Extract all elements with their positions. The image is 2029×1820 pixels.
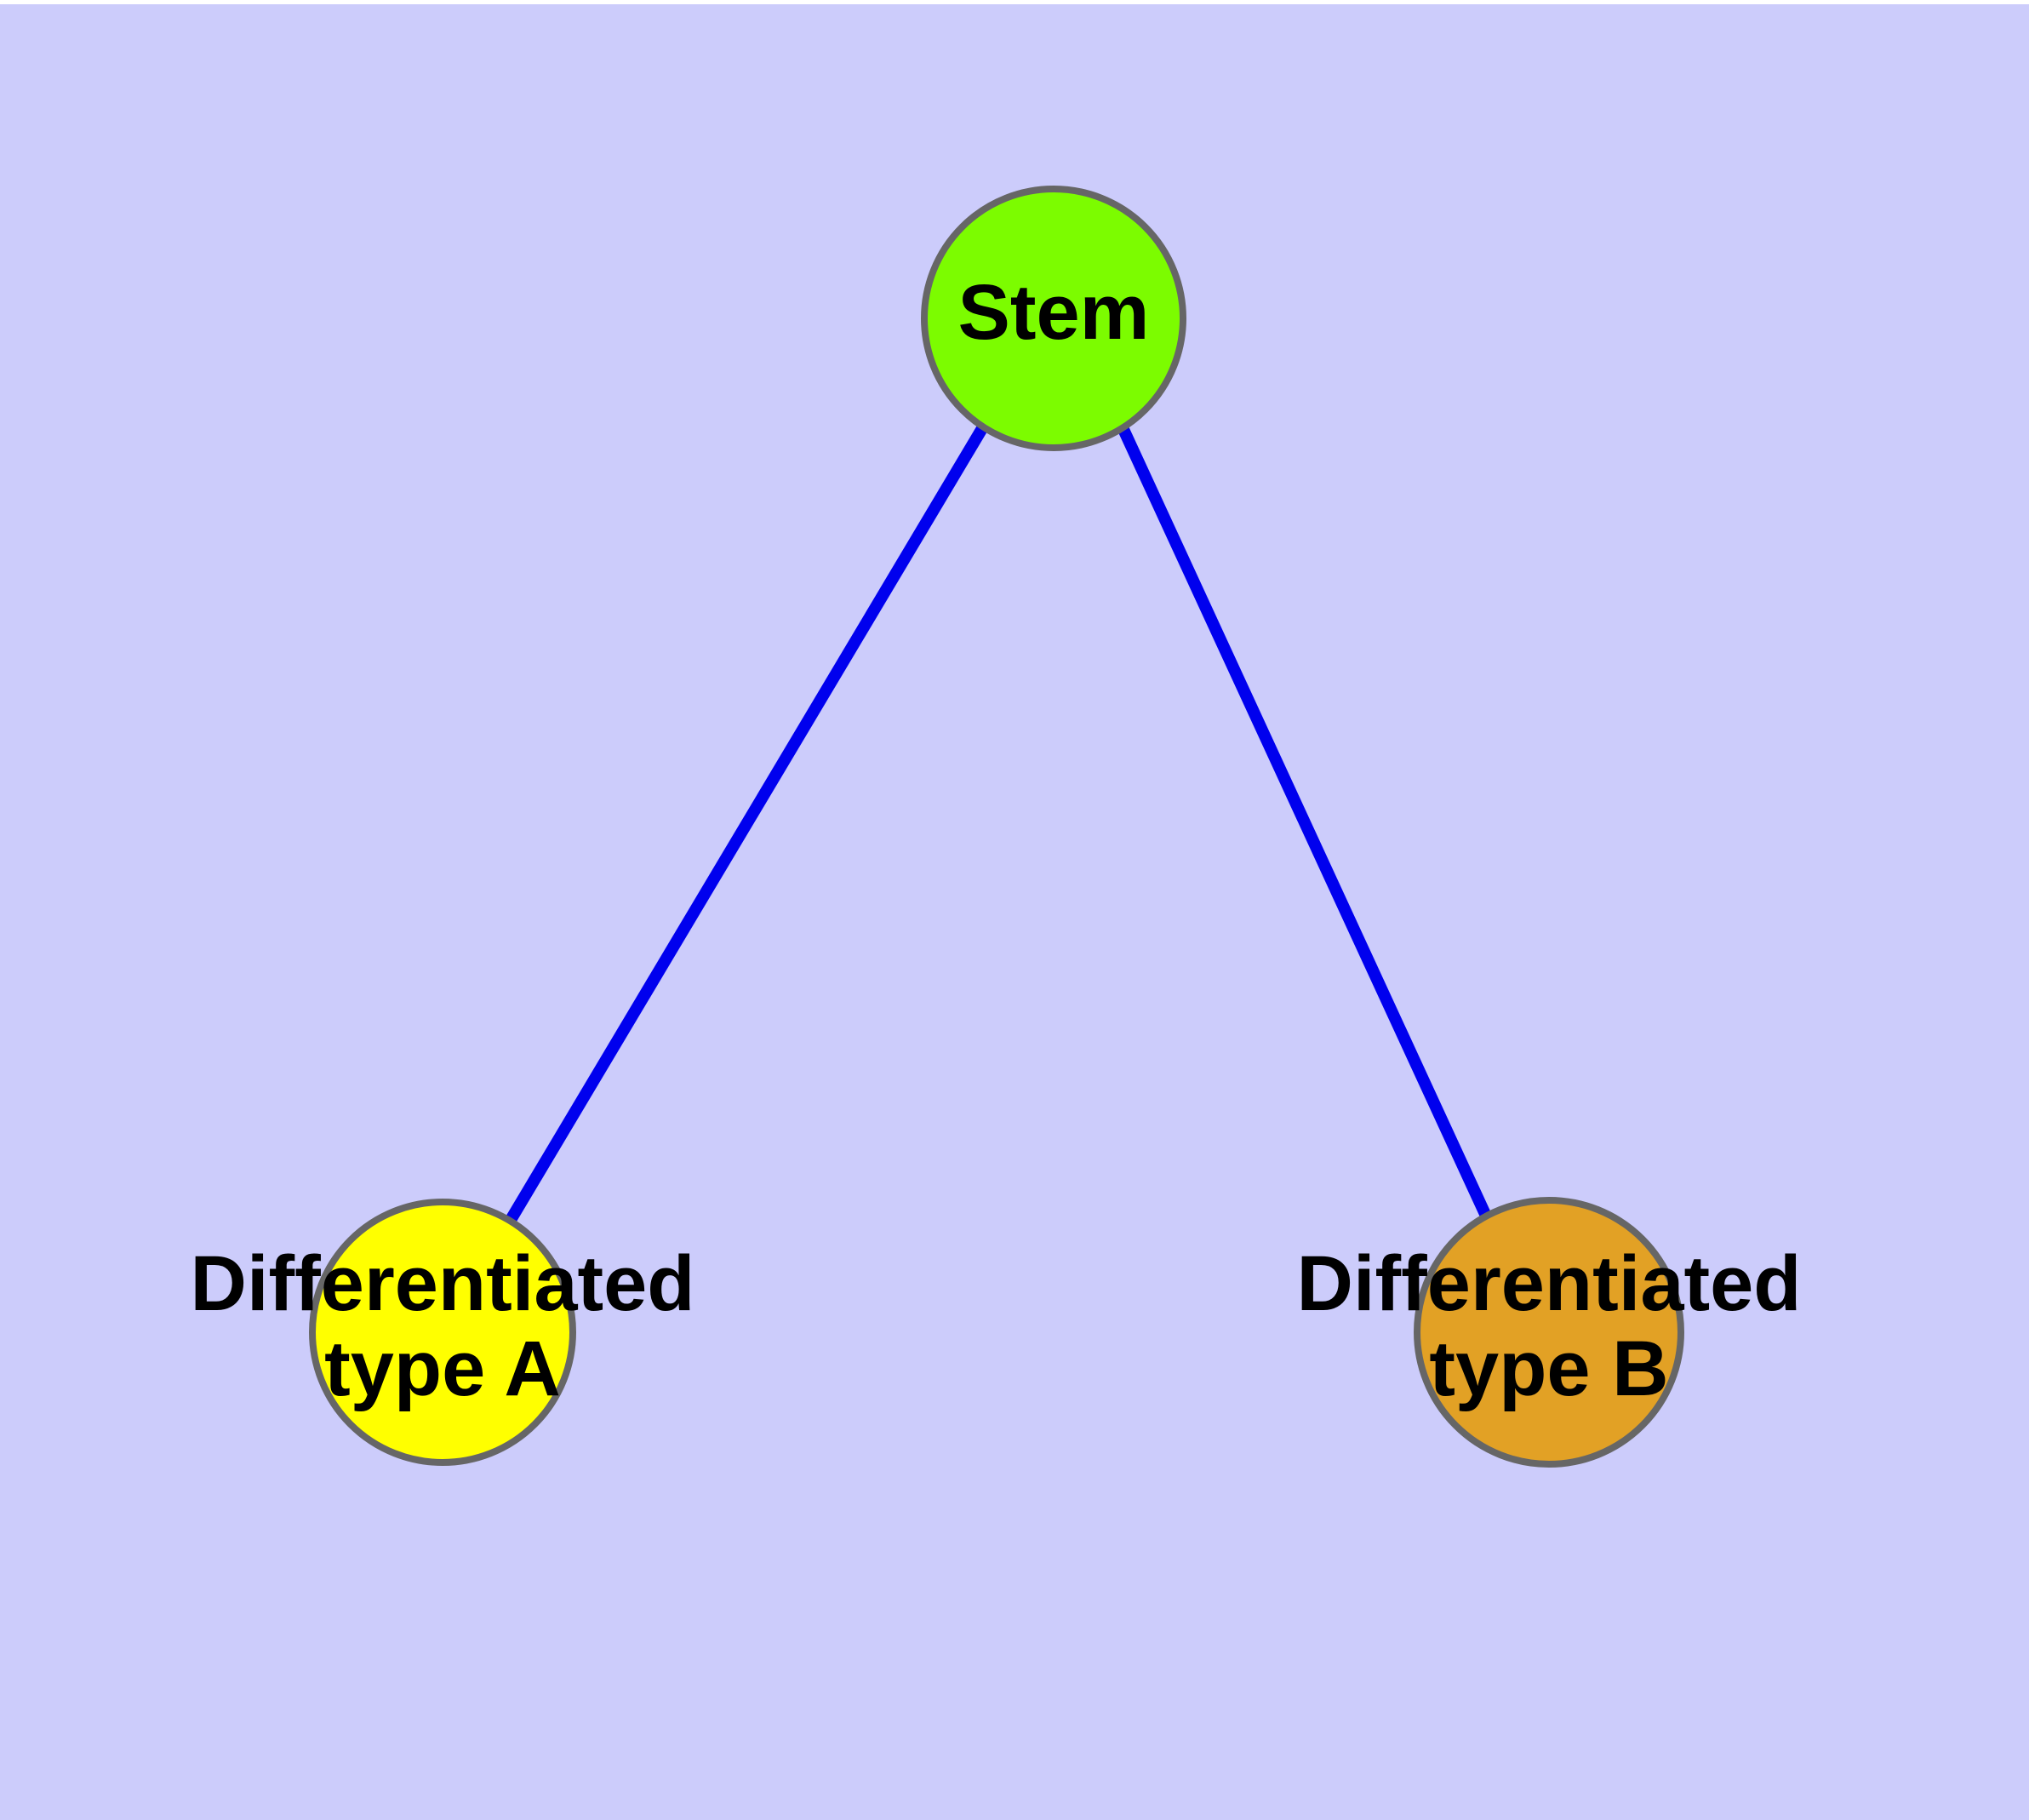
node-stem-label-line-1: Stem: [958, 269, 1150, 356]
node-layer: [309, 186, 1684, 1468]
edge-stem-to-diff-b[interactable]: [1116, 423, 1495, 1226]
node-stem[interactable]: [921, 186, 1186, 451]
node-diff-b-circle[interactable]: [1414, 1197, 1684, 1468]
node-diff-a-label-line-2: type A: [324, 1325, 561, 1412]
node-diff-b-label-line-1: Differentiated: [1297, 1240, 1802, 1327]
edge-layer: [505, 422, 1495, 1226]
node-diff-b-label-line-2: type B: [1429, 1325, 1668, 1412]
node-stem-label: Stem: [958, 269, 1150, 356]
top-white-strip: [0, 0, 2029, 4]
node-diff-a-label-line-1: Differentiated: [191, 1240, 695, 1327]
node-diff-a-circle[interactable]: [309, 1199, 576, 1466]
node-diff-b[interactable]: [1414, 1197, 1684, 1468]
node-diff-a[interactable]: [309, 1199, 576, 1466]
edge-stem-to-diff-a[interactable]: [505, 422, 990, 1223]
node-stem-circle[interactable]: [921, 186, 1186, 451]
